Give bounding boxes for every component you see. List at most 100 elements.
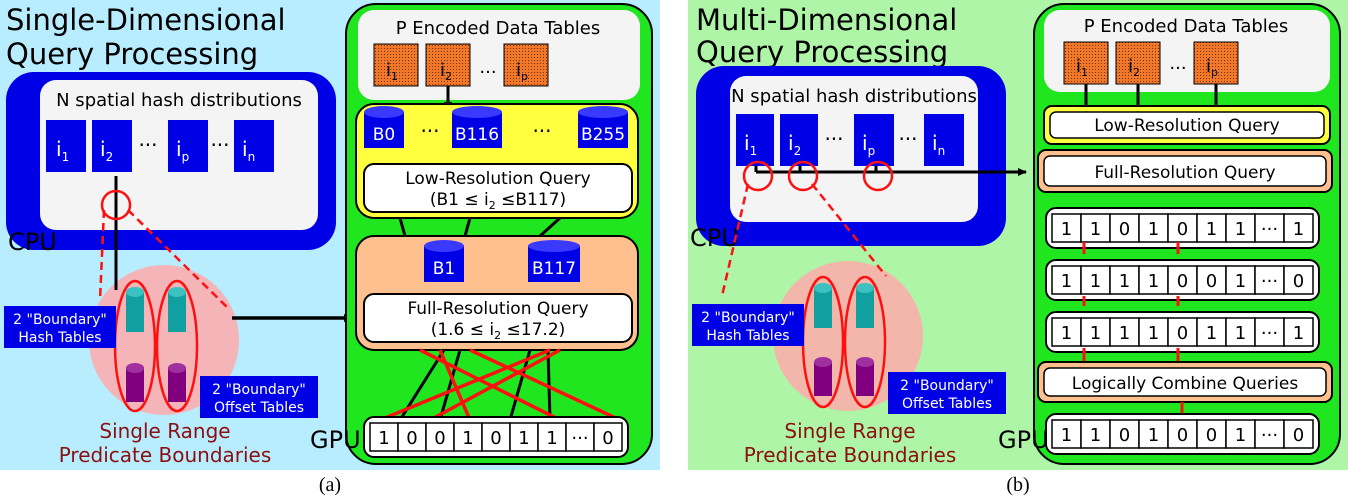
final-bit-bit: 1: [1061, 425, 1072, 446]
boundary-circle-b: [773, 261, 923, 411]
bit-row-3-cell: [1080, 317, 1111, 347]
hash-ellipsis-1: ···: [138, 133, 157, 157]
result-bit-bit: 1: [378, 428, 389, 449]
bit-row-1-bit: 1: [1235, 219, 1246, 240]
gpu-label: GPU: [310, 426, 361, 454]
full-res-query-range: (1.6 ≤ i2 ≤17.2): [431, 320, 566, 342]
ip-highlight-circle: [862, 160, 894, 192]
panel-a-title-line1: Single-Dimensional: [6, 3, 286, 37]
result-bit-bit: 0: [434, 428, 445, 449]
svg-text:B116: B116: [455, 125, 499, 145]
boundary-tables-b: [801, 275, 887, 409]
svg-text:i2: i2: [440, 60, 452, 83]
encoded-table-2-b: i2: [1115, 41, 1161, 85]
cpu-label-b: CPU: [690, 224, 739, 252]
bit-row-3-bit: 0: [1177, 323, 1188, 344]
zoom-line-right: [127, 209, 231, 311]
bit-row-1-bit: ···: [1261, 219, 1278, 240]
bit-row-3-bit: 1: [1061, 323, 1072, 344]
hash-item-p-b: ip: [854, 114, 894, 166]
bit-row-1-bit: 0: [1177, 219, 1188, 240]
panel-b: Multi-Dimensional Query Processing N spa…: [688, 0, 1348, 470]
hash-item-2-b: i2: [780, 114, 818, 166]
hash-ellipsis-2-b: ···: [898, 127, 917, 151]
hash-box-title: N spatial hash distributions: [56, 90, 302, 111]
i2-highlight-circle-b: [787, 160, 819, 192]
svg-text:i1: i1: [386, 60, 398, 83]
hash-item-2: i2: [92, 120, 132, 172]
i1-highlight-circle: [742, 160, 774, 192]
final-bit-cell: [1196, 419, 1227, 449]
full-res-query-inner-b: [1043, 155, 1327, 187]
bit-row-2-cell: [1283, 265, 1314, 295]
bit-row-3-bit: 1: [1293, 323, 1304, 344]
boundary-offset-label-line2-b: Offset Tables: [902, 396, 992, 412]
bit-row-1-bit: 1: [1090, 219, 1101, 240]
result-bit-cell: [453, 422, 483, 452]
bit-row-1-cell: [1080, 213, 1111, 243]
bit-row-2-cell: [1109, 265, 1140, 295]
bit-row-1-cell: [1196, 213, 1227, 243]
boundary-hash-label-box: [4, 306, 116, 348]
svg-text:ip: ip: [862, 131, 875, 158]
final-bit-bit: 1: [1090, 425, 1101, 446]
full-res-query-box: [363, 293, 633, 343]
result-bit-bit: 1: [546, 428, 557, 449]
hash-ellipsis-2: ···: [210, 133, 229, 157]
boundary-tables: [113, 279, 199, 413]
encoded-tables-title-b: P Encoded Data Tables: [1084, 16, 1289, 37]
bit-row-1-cell: [1051, 213, 1082, 243]
result-bit-cell: [537, 422, 567, 452]
bit-row-2-bit: ···: [1261, 271, 1278, 292]
result-bit-bit: 0: [406, 428, 417, 449]
hash-ellipsis-1-b: ···: [824, 127, 843, 151]
bit-row-2-cell: [1225, 265, 1256, 295]
bit-row-1-cell: [1283, 213, 1314, 243]
svg-text:B1: B1: [433, 259, 455, 279]
connector-1: [398, 217, 407, 237]
panel-a: Single-Dimensional Query Processing N sp…: [0, 0, 660, 470]
low-res-query-box: [363, 163, 633, 213]
full-res-query-label-b: Full-Resolution Query: [1094, 163, 1275, 183]
final-bit-cell: [1109, 419, 1140, 449]
result-bit-cell: [369, 422, 399, 452]
bit-row-3-cell: [1109, 317, 1140, 347]
result-bit-cell: [397, 422, 427, 452]
bit-row-1-bit: 1: [1148, 219, 1159, 240]
bin-b117: B117: [528, 240, 580, 282]
encoded-table-1-b: i1: [1063, 41, 1109, 85]
boundary-offset-label-line2: Offset Tables: [214, 400, 304, 416]
svg-text:ip: ip: [516, 60, 528, 83]
connector-3: [538, 216, 562, 238]
bit-row-1-bit: 0: [1119, 219, 1130, 240]
bit-row-3-bit: 1: [1206, 323, 1217, 344]
single-range-label-line1-b: Single Range: [784, 419, 915, 443]
bit-row-2-bit: 1: [1148, 271, 1159, 292]
bit-row-1-bit: 1: [1293, 219, 1304, 240]
result-bit-bit: 1: [518, 428, 529, 449]
final-bit-bit: 0: [1206, 425, 1217, 446]
svg-text:ip: ip: [176, 137, 189, 164]
bins-ellipsis-2: ···: [532, 119, 551, 143]
result-bit-bit: 0: [602, 428, 613, 449]
connector-2: [463, 217, 472, 237]
bit-row-2-cell: [1196, 265, 1227, 295]
boundary-hash-label-line2-b: Hash Tables: [706, 328, 789, 344]
encoded-tables-title: P Encoded Data Tables: [396, 18, 601, 39]
gpu-label-b: GPU: [998, 426, 1049, 454]
low-res-query-range: (B1 ≤ i2 ≤B117): [430, 190, 566, 212]
combine-queries-label: Logically Combine Queries: [1072, 374, 1299, 394]
bit-row-3-cell: [1196, 317, 1227, 347]
bin-b0: B0: [364, 106, 404, 148]
single-range-label-line2-b: Predicate Boundaries: [744, 443, 957, 467]
hash-box-title-b: N spatial hash distributions: [731, 86, 977, 107]
svg-text:B117: B117: [532, 259, 576, 279]
final-bit-cell: [1167, 419, 1198, 449]
bit-row-3-cell: [1225, 317, 1256, 347]
bin-b1: B1: [424, 240, 464, 282]
result-bit-cell: [593, 422, 623, 452]
bit-row-1-cell: [1167, 213, 1198, 243]
bin-b255: B255: [578, 106, 628, 148]
